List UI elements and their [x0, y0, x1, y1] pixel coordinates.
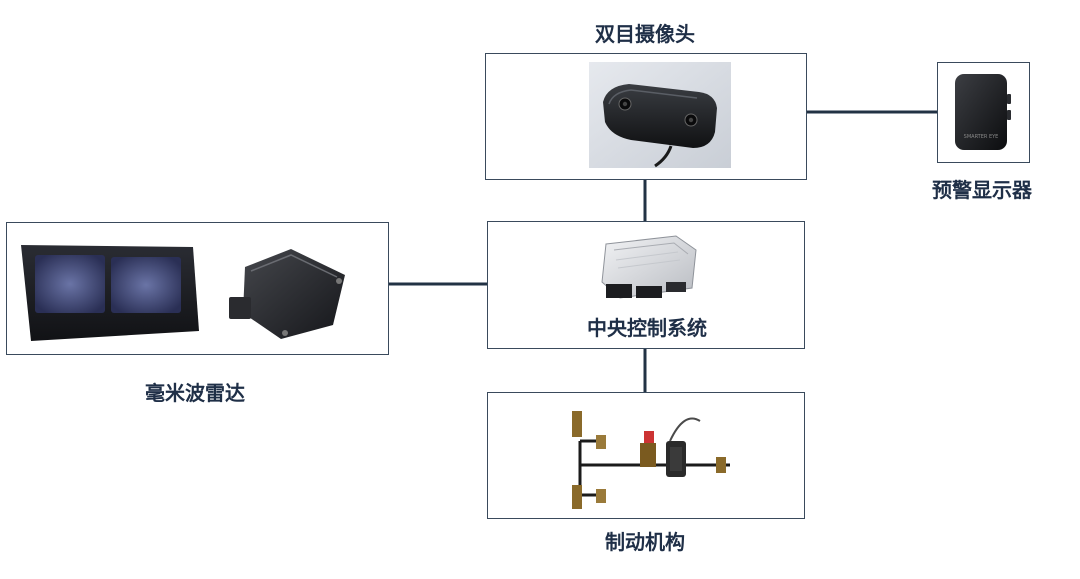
warning-display-image: SMARTER EYE	[955, 74, 1011, 150]
brake-box	[487, 392, 805, 519]
display-box: SMARTER EYE	[937, 62, 1030, 163]
controller-box: 中央控制系统	[487, 221, 805, 349]
controller-label: 中央控制系统	[587, 316, 707, 340]
display-label: 预警显示器	[932, 178, 1032, 202]
stereo-camera-image	[589, 62, 731, 168]
display-device-text: SMARTER EYE	[964, 134, 999, 140]
camera-label: 双目摄像头	[595, 22, 695, 46]
ecu-image	[601, 235, 697, 299]
radar-box	[6, 222, 389, 355]
radar-panel-image	[21, 245, 199, 341]
brake-label: 制动机构	[605, 530, 685, 554]
radar-label: 毫米波雷达	[145, 381, 245, 405]
radar-module-image	[229, 249, 345, 339]
brake-assembly-image	[572, 411, 730, 509]
camera-box	[485, 53, 807, 180]
